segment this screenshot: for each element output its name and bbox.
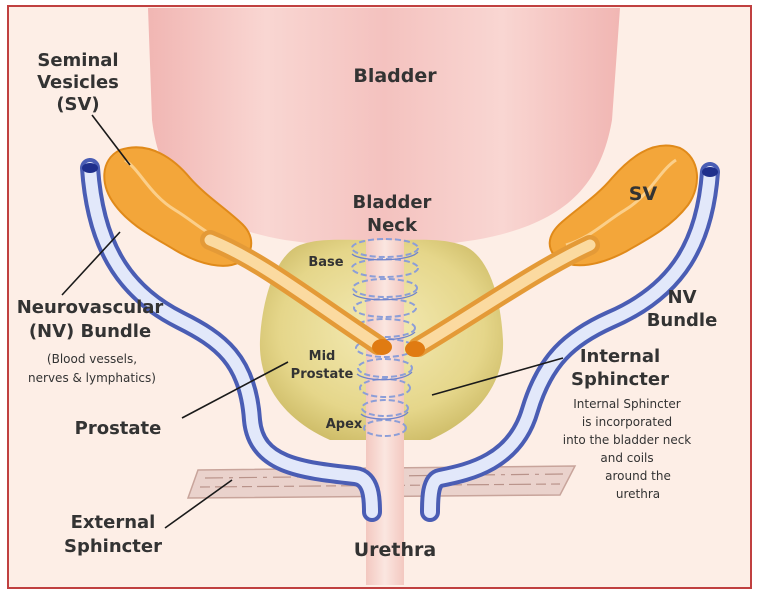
- label-nv-bundle-left-1: Neurovascular: [17, 297, 164, 318]
- label-bladder-neck-2: Neck: [367, 215, 418, 236]
- label-seminal-vesicles-2: Vesicles: [37, 72, 119, 93]
- label-int-note-6: urethra: [616, 487, 660, 501]
- label-external-sphincter-2: Sphincter: [64, 536, 162, 557]
- label-internal-sphincter-1: Internal: [580, 346, 660, 367]
- label-base: Base: [308, 255, 343, 270]
- label-mid-prostate-1: Mid: [309, 349, 336, 364]
- label-internal-sphincter-2: Sphincter: [571, 369, 669, 390]
- label-int-note-3: into the bladder neck: [563, 433, 692, 447]
- label-nv-bundle-right-2: Bundle: [647, 310, 718, 331]
- label-seminal-vesicles-3: (SV): [56, 94, 99, 115]
- label-mid-prostate-2: Prostate: [291, 367, 354, 382]
- label-nv-bundle-left-2: (NV) Bundle: [29, 321, 151, 342]
- label-apex: Apex: [326, 417, 363, 432]
- label-int-note-5: around the: [605, 469, 671, 483]
- label-bladder: Bladder: [353, 65, 437, 87]
- label-external-sphincter-1: External: [71, 512, 156, 533]
- label-int-note-2: is incorporated: [582, 415, 672, 429]
- urethra: [366, 240, 404, 585]
- label-sv-right: SV: [629, 183, 658, 205]
- label-urethra: Urethra: [354, 539, 437, 561]
- label-nv-bundle-right-1: NV: [668, 287, 697, 308]
- label-prostate: Prostate: [75, 418, 162, 439]
- label-bladder-neck-1: Bladder: [353, 192, 432, 213]
- label-nv-note-2: nerves & lymphatics): [28, 371, 156, 385]
- label-seminal-vesicles-1: Seminal: [37, 50, 118, 71]
- label-int-note-4: and coils: [600, 451, 653, 465]
- label-int-note-1: Internal Sphincter: [573, 397, 681, 411]
- label-nv-note-1: (Blood vessels,: [47, 352, 137, 366]
